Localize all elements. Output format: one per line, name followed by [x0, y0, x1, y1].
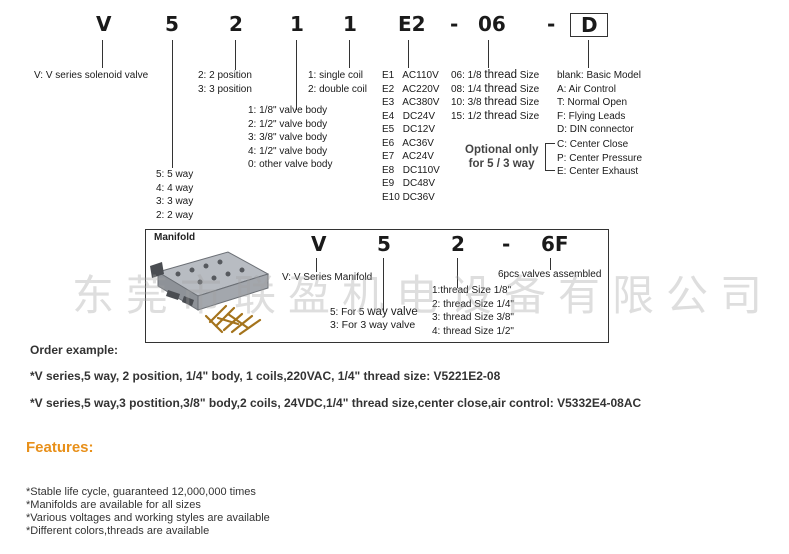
line-e2 [408, 40, 409, 68]
coil-list: 1: single coil 2: double coil [308, 69, 367, 96]
way-item: 5: 5 way [156, 169, 194, 180]
voltage-item: E8 DC110V [382, 164, 440, 176]
thread-item: 10: 3/8 thread Size [451, 96, 540, 108]
voltage-item: E1 AC110V [382, 70, 439, 81]
feature-item: *Different colors,threads are available [26, 525, 210, 537]
body-item: 0: other valve body [248, 159, 333, 170]
code-v: V [96, 12, 112, 36]
center-item: C: Center Close [557, 139, 629, 150]
line-1b [349, 40, 350, 68]
line-center-t [545, 143, 555, 144]
code-5: 5 [165, 12, 179, 36]
line-d [588, 40, 589, 68]
position-item: 3: 3 position [198, 83, 252, 95]
feature-item: *Stable life cycle, guaranteed 12,000,00… [26, 486, 256, 498]
manifold-line-5 [383, 258, 384, 310]
manifold-assembled: 6pcs valves assembled [498, 269, 602, 280]
line-2 [235, 40, 236, 70]
code-e2: E2 [398, 12, 426, 36]
manifold-line-2 [457, 258, 458, 288]
position-item: 2: 2 position [198, 70, 252, 81]
line-center-b [545, 170, 555, 171]
body-item: 1: 1/8" valve body [248, 105, 328, 116]
voltage-list: E1 AC110V E2 AC220V E3 AC380V E4 DC24V E… [382, 69, 440, 204]
manifold-way-a: 5: For 5 way valve [330, 306, 418, 318]
manifold-code-dash: - [502, 232, 511, 256]
thread-list: 06: 1/8 thread Size 08: 1/4 thread Size … [451, 69, 539, 123]
voltage-item: E10 DC36V [382, 191, 435, 203]
voltage-item: E6 AC36V [382, 137, 434, 149]
coil-item: 1: single coil [308, 70, 364, 81]
manifold-line-v [316, 258, 317, 272]
body-list: 1: 1/8" valve body 2: 1/2" valve body 3:… [248, 104, 333, 172]
body-item: 3: 3/8" valve body [248, 132, 328, 143]
model-item: F: Flying Leads [557, 110, 626, 122]
coil-item: 2: double coil [308, 83, 367, 95]
line-06 [488, 40, 489, 68]
series-label: V: V series solenoid valve [34, 70, 149, 81]
center-item: P: Center Pressure [557, 152, 643, 164]
model-item: blank: Basic Model [557, 70, 641, 81]
features-list: *Stable life cycle, guaranteed 12,000,00… [26, 486, 270, 538]
voltage-item: E9 DC48V [382, 178, 436, 189]
thread-item: 15: 1/2 thread Size [451, 109, 540, 122]
body-item: 2: 1/2" valve body [248, 118, 328, 130]
optional-note: Optional only for 5 / 3 way [465, 144, 539, 170]
code-d: D [581, 13, 598, 37]
line-5 [172, 40, 173, 168]
watermark: 东莞市联盈机电设备有限公司 [72, 271, 775, 320]
line-center [545, 143, 546, 171]
code-1b: 1 [343, 12, 357, 36]
manifold-thread-list: 1:thread Size 1/8" 2: thread Size 1/4" 3… [432, 284, 514, 338]
position-list: 2: 2 position 3: 3 position [198, 69, 252, 96]
manifold-code-v: V [311, 232, 327, 256]
manifold-title: Manifold [154, 232, 196, 243]
voltage-item: E4 DC24V [382, 110, 436, 122]
way-item: 2: 2 way [156, 209, 194, 221]
way-item: 4: 4 way [156, 182, 194, 194]
manifold-thread-item: 4: thread Size 1/2" [432, 325, 514, 337]
voltage-item: E3 AC380V [382, 97, 440, 108]
model-list: blank: Basic Model A: Air Control T: Nor… [557, 69, 641, 137]
way-item: 3: 3 way [156, 196, 194, 207]
center-item: E: Center Exhaust [557, 166, 639, 177]
model-item: T: Normal Open [557, 97, 628, 108]
manifold-way-b: 3: For 3 way valve [330, 319, 416, 331]
line-1 [296, 40, 297, 110]
manifold-series: V: V Series Manifold [282, 272, 373, 283]
code-d-box [570, 13, 608, 37]
order-example-1: *V series,5 way, 2 position, 1/4" body, … [30, 369, 501, 383]
way-list: 5: 5 way 4: 4 way 3: 3 way 2: 2 way [156, 168, 193, 222]
voltage-item: E2 AC220V [382, 83, 440, 95]
feature-item: *Manifolds are available for all sizes [26, 499, 201, 511]
code-06: 06 [478, 12, 506, 36]
order-title: Order example: [30, 343, 119, 357]
voltage-item: E7 AC24V [382, 151, 434, 162]
order-example-2: *V series,5 way,3 postition,3/8" body,2 … [30, 396, 642, 410]
manifold-thread-item: 1:thread Size 1/8" [432, 285, 512, 296]
manifold-thread-item: 2: thread Size 1/4" [432, 298, 514, 310]
manifold-image [150, 251, 270, 336]
body-item: 4: 1/2" valve body [248, 145, 328, 157]
manifold-code-2: 2 [451, 232, 465, 256]
code-dash1: - [450, 12, 459, 36]
code-2: 2 [229, 12, 243, 36]
voltage-item: E5 DC12V [382, 124, 436, 135]
thread-item: 06: 1/8 thread Size [451, 69, 540, 81]
model-item: D: DIN connector [557, 124, 634, 135]
center-list: C: Center Close P: Center Pressure E: Ce… [557, 138, 642, 179]
thread-item: 08: 1/4 thread Size [451, 82, 540, 95]
code-1: 1 [290, 12, 304, 36]
feature-item: *Various voltages and working styles are… [26, 512, 270, 524]
manifold-code-6f: 6F [541, 232, 569, 256]
features-title: Features: [26, 439, 94, 456]
manifold-thread-item: 3: thread Size 3/8" [432, 312, 514, 323]
manifold-code-5: 5 [377, 232, 391, 256]
manifold-line-6f [550, 258, 551, 270]
line-v [102, 40, 103, 68]
code-dash2: - [547, 12, 556, 36]
model-item: A: Air Control [557, 83, 616, 95]
